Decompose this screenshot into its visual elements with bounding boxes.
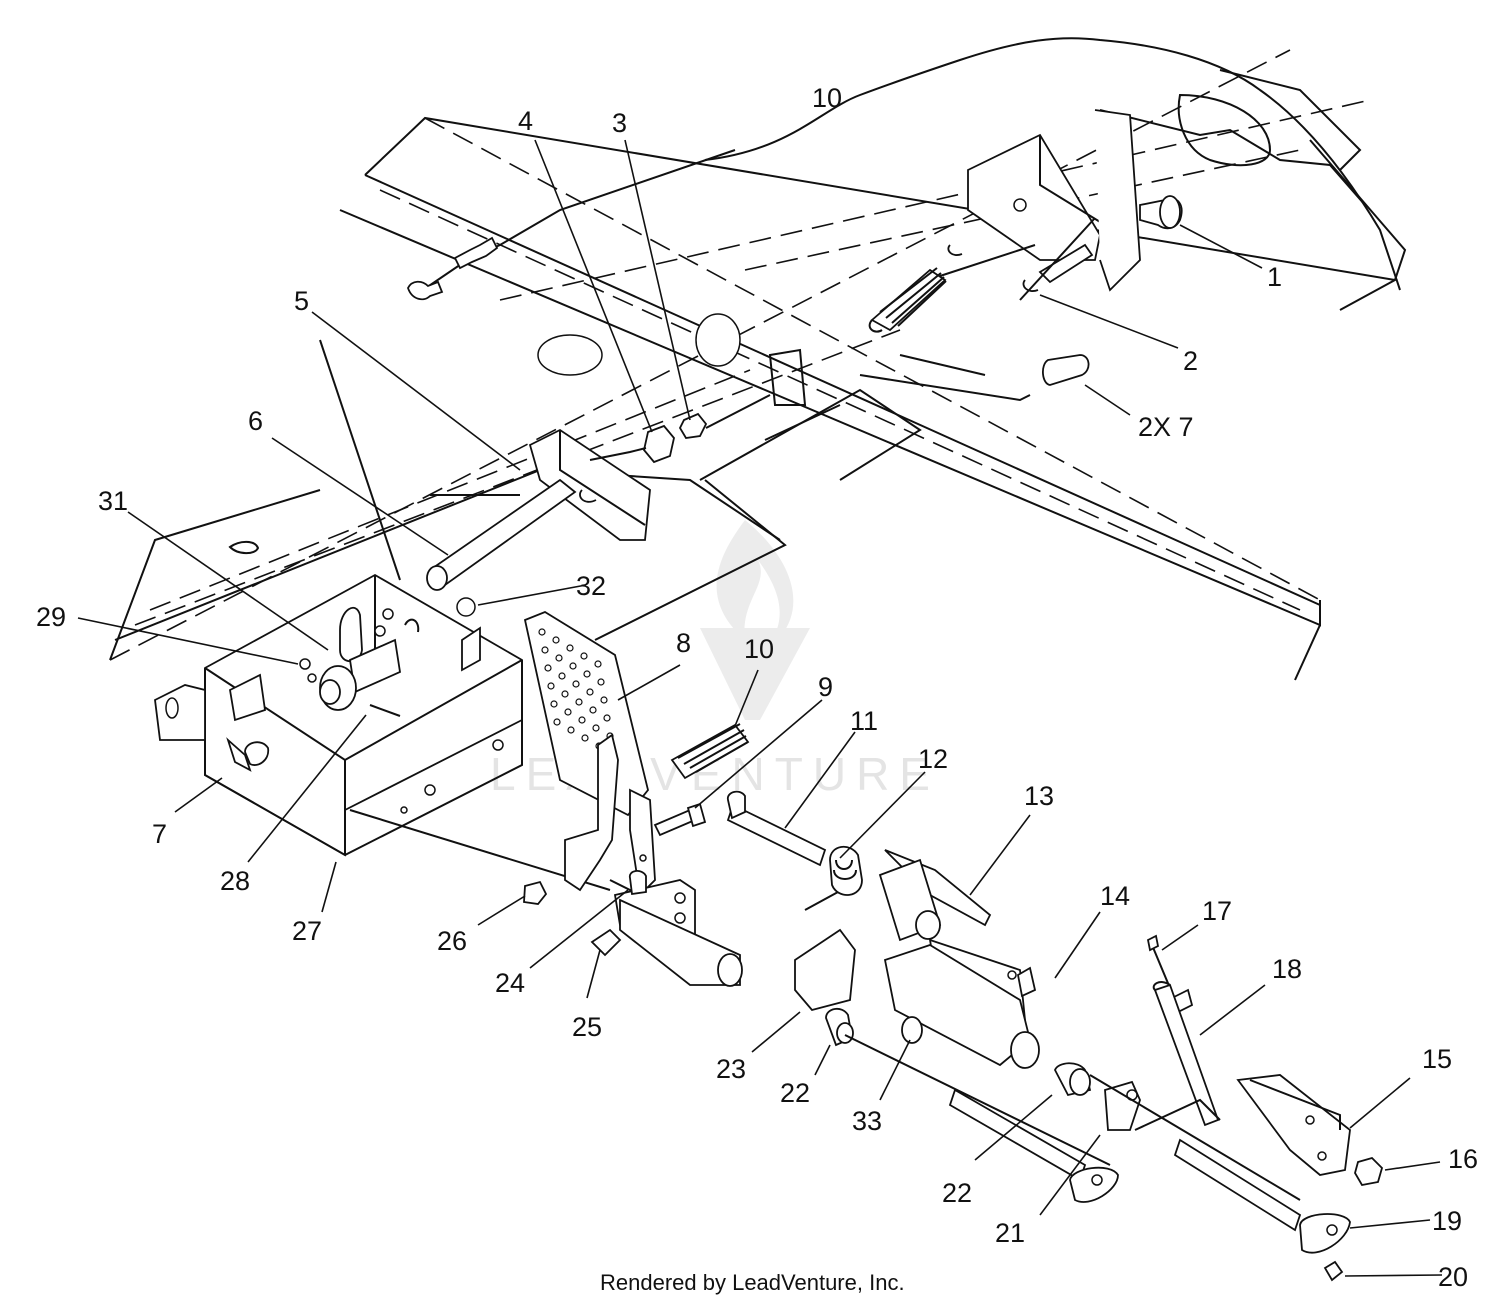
callout-19: 19 [1432, 1206, 1462, 1236]
callout-23: 23 [716, 1054, 746, 1084]
callout-26: 26 [437, 926, 467, 956]
callout-labels: 1 2 2X 7 3 4 5 6 7 8 9 10 10 11 12 13 14… [36, 83, 1478, 1292]
callout-14: 14 [1100, 881, 1130, 911]
frame-outline [109, 37, 1407, 681]
shaft-assembly [613, 879, 1302, 1232]
callout-21: 21 [995, 1218, 1025, 1248]
callout-5: 5 [294, 286, 309, 316]
spring-upper [868, 244, 1036, 333]
pedal-holes [538, 628, 614, 750]
callout-27: 27 [292, 916, 322, 946]
callout-32: 32 [576, 571, 606, 601]
callout-33: 33 [852, 1106, 882, 1136]
bolt-7 [226, 737, 270, 772]
rod-assembly [426, 394, 771, 617]
footer-credit: Rendered by LeadVenture, Inc. [600, 1270, 905, 1295]
callout-24: 24 [495, 968, 525, 998]
callout-10-lower: 10 [744, 634, 774, 664]
callout-2: 2 [1183, 346, 1198, 376]
callout-10-upper: 10 [812, 83, 842, 113]
callout-28: 28 [220, 866, 250, 896]
callout-13: 13 [1024, 781, 1054, 811]
callout-12: 12 [918, 744, 948, 774]
bolt-9 [653, 802, 707, 837]
callout-16: 16 [1448, 1144, 1478, 1174]
callout-25: 25 [572, 1012, 602, 1042]
callout-11: 11 [850, 706, 878, 736]
cable-assembly [407, 149, 736, 301]
callout-15: 15 [1422, 1044, 1452, 1074]
pedal-bracket-upper [947, 109, 1183, 386]
small-hardware [523, 870, 647, 957]
callout-22-left: 22 [780, 1078, 810, 1108]
callout-18: 18 [1272, 954, 1302, 984]
callout-2x7: 2X 7 [1138, 412, 1194, 442]
leader-lines [77, 139, 1443, 1277]
callout-9: 9 [818, 672, 833, 702]
bolt-11 [726, 790, 827, 867]
spring-lower [670, 723, 750, 780]
switch-box [154, 573, 611, 891]
callout-3: 3 [612, 108, 627, 138]
linkage [1134, 934, 1384, 1282]
callout-22-right: 22 [942, 1178, 972, 1208]
callout-6: 6 [248, 406, 263, 436]
callout-7: 7 [152, 819, 167, 849]
callout-29: 29 [36, 602, 66, 632]
callout-1: 1 [1267, 262, 1282, 292]
pedal [523, 610, 656, 901]
callout-20: 20 [1438, 1262, 1468, 1292]
callout-8: 8 [676, 628, 691, 658]
callout-17: 17 [1202, 896, 1232, 926]
callout-31: 31 [98, 486, 128, 516]
torsion-spring [804, 846, 863, 911]
callout-4: 4 [518, 106, 533, 136]
